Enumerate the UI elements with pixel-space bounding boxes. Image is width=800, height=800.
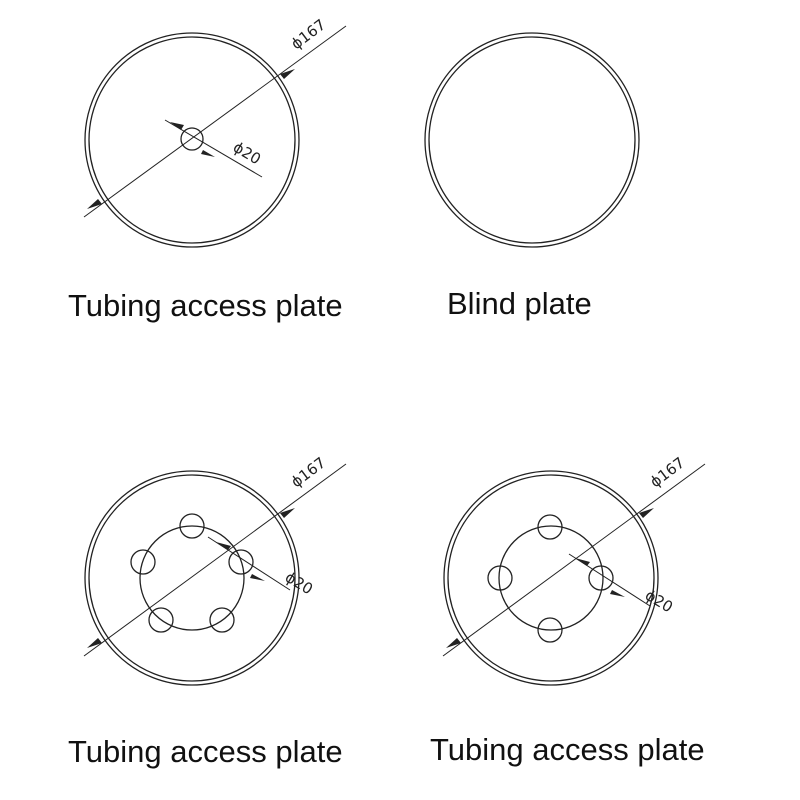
tubing-hole — [588, 565, 614, 591]
dimension-arrow — [87, 638, 102, 648]
outer-dimension-label: ϕ167 — [288, 454, 330, 492]
plate-2 — [424, 32, 640, 248]
tubing-hole — [130, 549, 156, 575]
outer-circle — [84, 470, 300, 686]
plate-2-caption: Blind plate — [447, 286, 592, 321]
outer-circle-inner-edge — [428, 36, 636, 244]
outer-circle — [84, 32, 300, 248]
plate-1-caption: Tubing access plate — [68, 288, 343, 323]
outer-dimension-line — [83, 25, 347, 218]
dimension-arrow — [250, 574, 265, 581]
hole-dimension-label: ϕ20 — [642, 586, 676, 616]
plate-4-caption: Tubing access plate — [430, 732, 705, 767]
outer-dimension-label: ϕ167 — [647, 454, 689, 492]
bolt-circle — [139, 525, 245, 631]
dimension-arrow — [87, 199, 102, 209]
outer-circle — [443, 470, 659, 686]
dimension-arrow — [280, 508, 295, 518]
outer-circle — [424, 32, 640, 248]
tubing-hole — [209, 607, 235, 633]
plate-3: ϕ167 ϕ20 — [83, 454, 347, 686]
outer-circle-inner-edge — [88, 36, 296, 244]
outer-dimension-line — [83, 463, 347, 657]
tubing-hole — [537, 617, 563, 643]
tubing-hole — [180, 127, 204, 151]
dimension-arrow — [216, 542, 231, 550]
dimension-arrow — [610, 590, 625, 597]
dimension-arrow — [170, 122, 184, 130]
dimension-arrow — [639, 508, 654, 518]
hole-dimension-label: ϕ20 — [230, 138, 264, 168]
hole-dimension-label: ϕ20 — [282, 568, 316, 598]
hole-dimension-line — [207, 536, 291, 591]
outer-dimension-label: ϕ167 — [288, 16, 330, 54]
outer-circle-inner-edge — [447, 474, 655, 682]
outer-dimension-line — [442, 463, 706, 657]
plate-1: ϕ167 ϕ20 — [83, 16, 347, 248]
dimension-arrow — [201, 150, 215, 157]
tubing-hole — [148, 607, 174, 633]
plate-4: ϕ167 ϕ20 — [442, 454, 706, 686]
tubing-hole — [537, 514, 563, 540]
dimension-arrow — [575, 558, 590, 566]
tubing-hole — [179, 513, 205, 539]
tubing-hole — [487, 565, 513, 591]
dimension-arrow — [446, 638, 461, 648]
dimension-arrow — [280, 69, 295, 79]
plate-3-caption: Tubing access plate — [68, 734, 343, 769]
bolt-circle — [498, 525, 604, 631]
outer-circle-inner-edge — [88, 474, 296, 682]
tubing-hole — [228, 549, 254, 575]
